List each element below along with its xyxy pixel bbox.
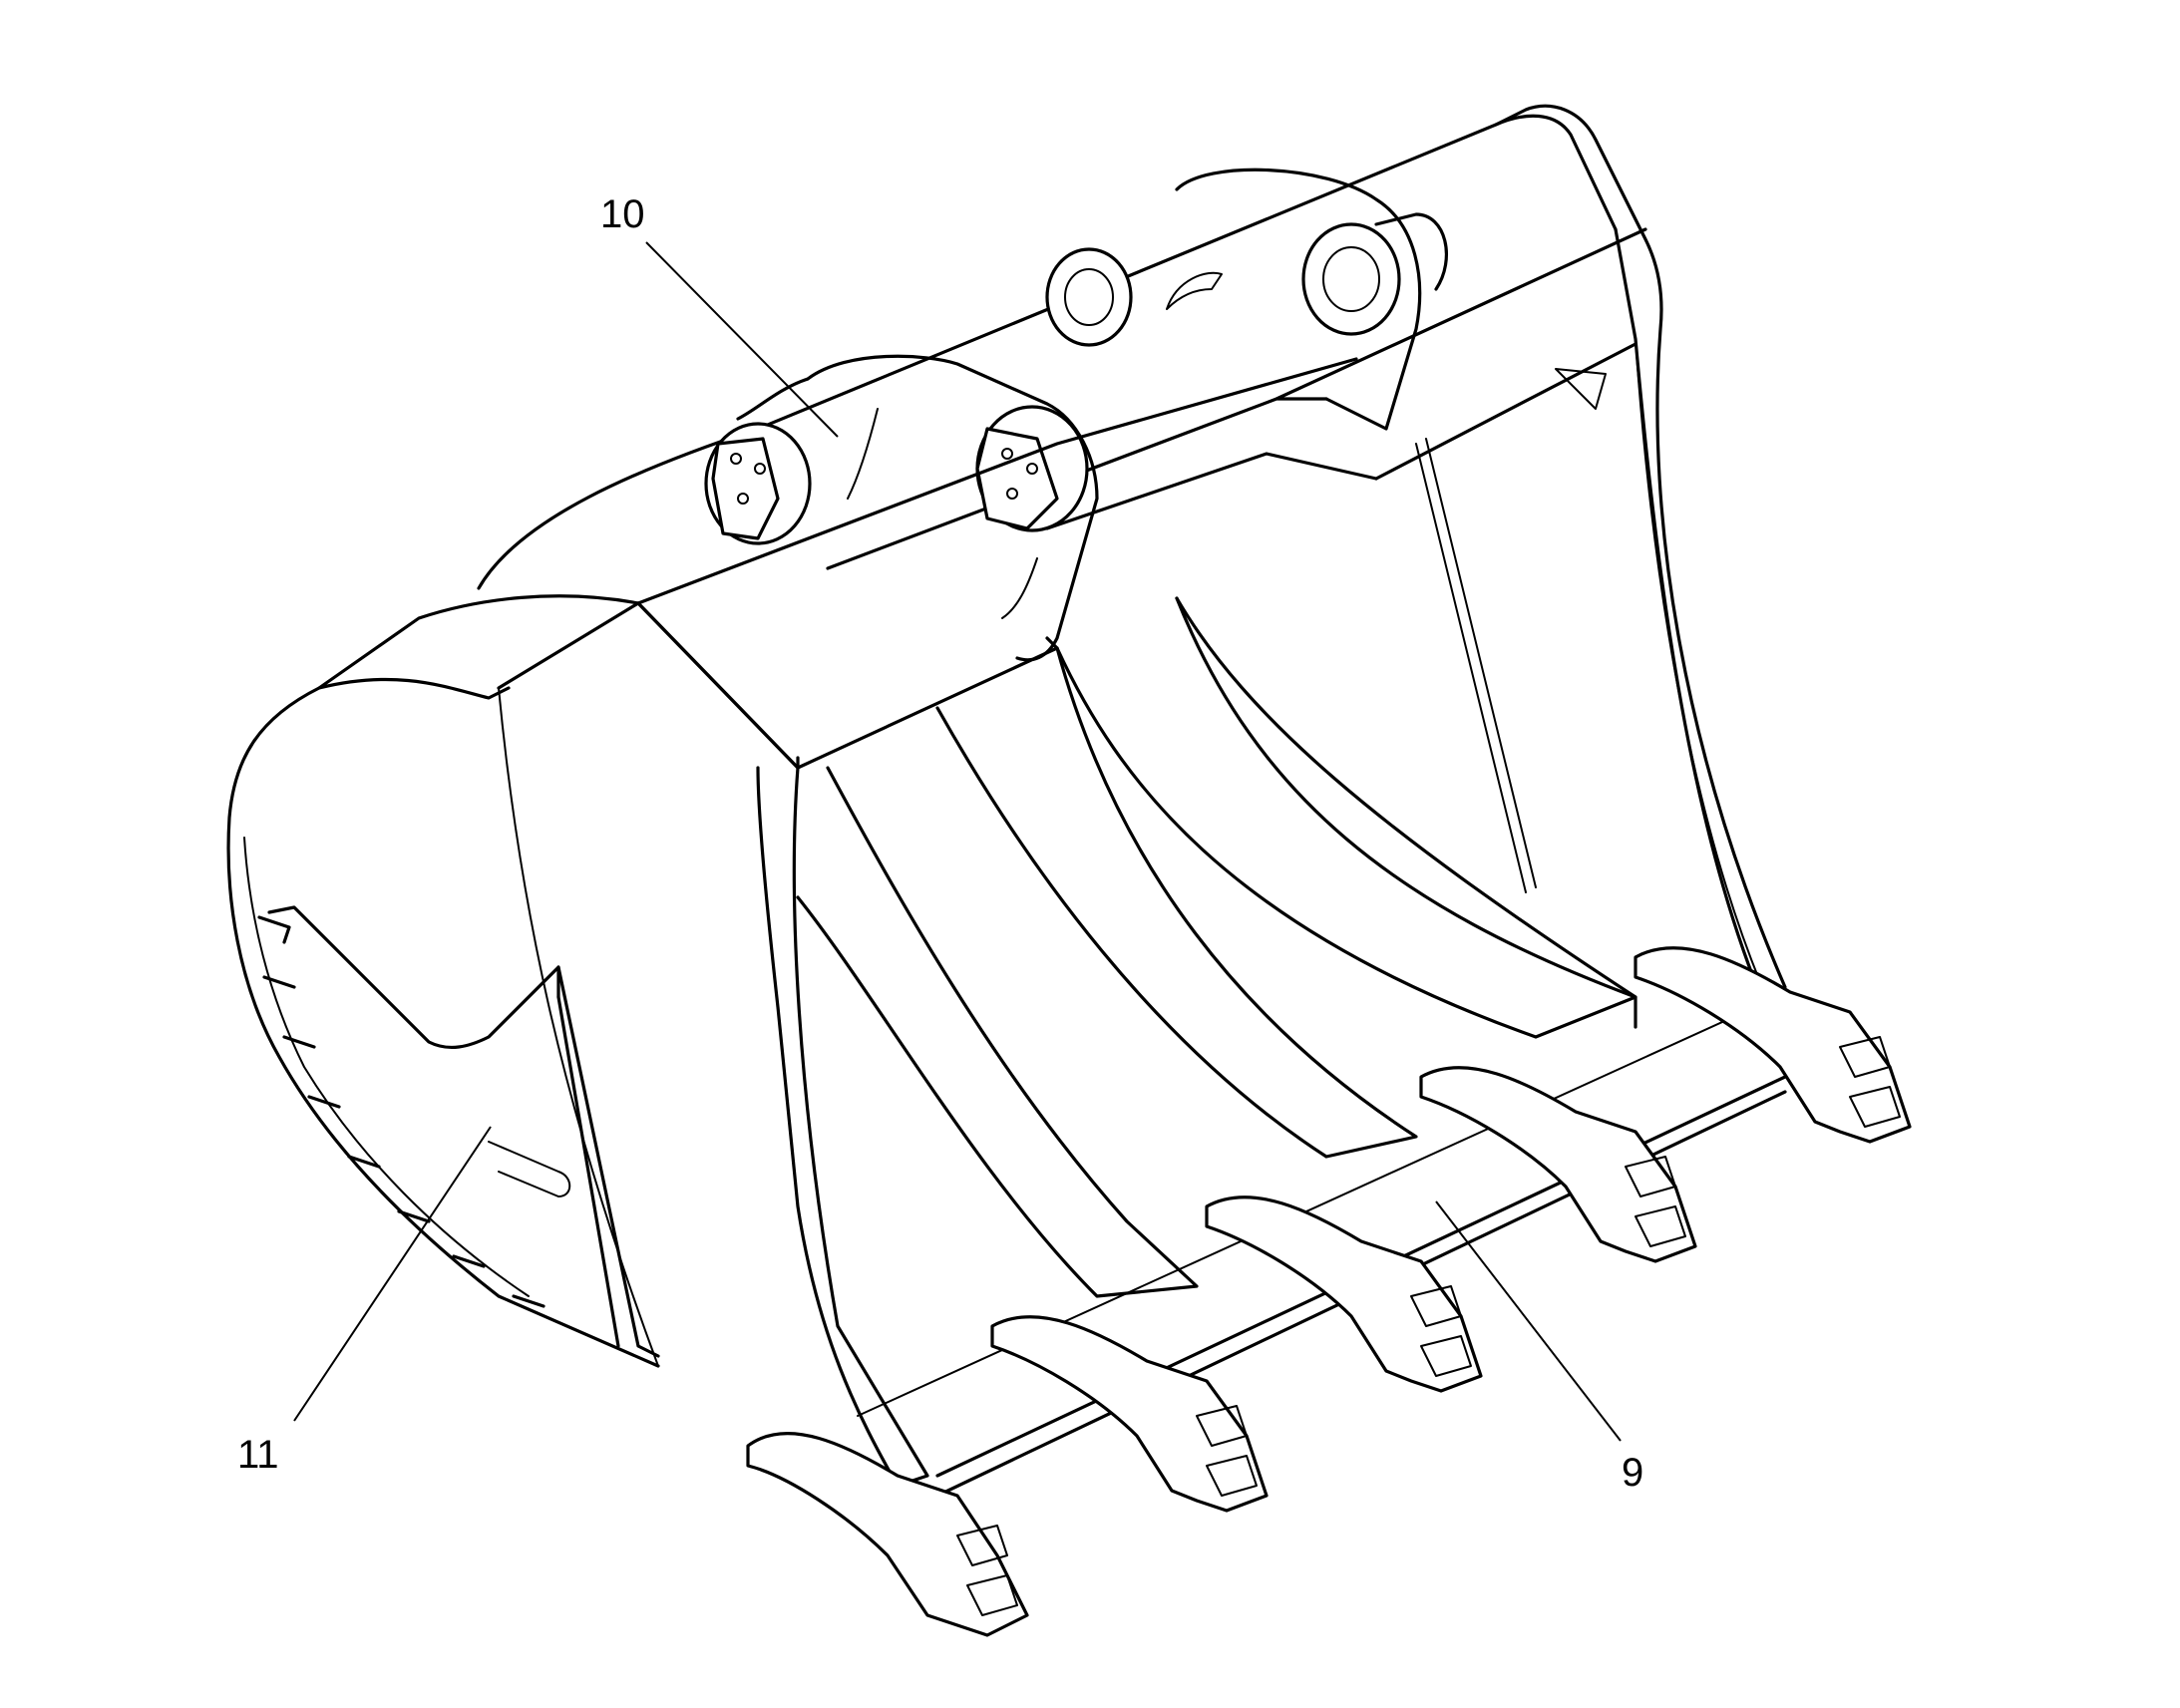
bucket-left-shell: [226, 594, 660, 1368]
bolt-6: [1006, 488, 1018, 500]
tooth-5: [1634, 946, 1912, 1144]
floor-rib-2: [935, 646, 1418, 1159]
back-wall-edge-1: [1425, 438, 1537, 888]
bolt-2: [754, 463, 766, 475]
callout-11-label: 11: [237, 1433, 279, 1477]
callout-10-leader: [645, 241, 839, 438]
floor-rib-1: [796, 766, 1199, 1298]
bolt-3: [737, 493, 749, 505]
rear-pin-boss-right-bore: [1322, 246, 1380, 312]
front-side-gusset: [497, 601, 929, 1488]
bolt-1: [730, 453, 742, 465]
tooth-2: [990, 1315, 1269, 1513]
rear-pin-boss-left-bore: [1064, 268, 1114, 326]
front-plate-slot: [847, 408, 1038, 619]
back-wall-brace: [1555, 368, 1607, 410]
tooth-4: [1419, 1066, 1697, 1263]
rear-pin-boss-left: [1045, 247, 1133, 347]
bucket-right-side-plate: [1494, 104, 1787, 1009]
side-slot: [488, 1141, 571, 1197]
callout-9-label: 9: [1622, 1451, 1643, 1495]
back-wall-edge-2: [1415, 443, 1527, 893]
tooth-3: [1205, 1196, 1483, 1393]
bucket-back-rim: [477, 114, 1618, 590]
front-hinge-plate-top: [736, 377, 810, 421]
callout-11-leader: [293, 1126, 492, 1422]
rear-pin-shaft: [1374, 212, 1448, 291]
left-shell-lip: [317, 677, 511, 700]
side-reinforcement: [556, 965, 660, 1358]
rear-hinge-lug: [1175, 168, 1422, 431]
rear-cross-beam: [826, 227, 1647, 570]
tooth-1: [746, 1431, 1029, 1637]
callout-10-label: 10: [600, 192, 645, 236]
bolt-5: [1026, 463, 1038, 475]
bolt-4: [1001, 448, 1013, 460]
left-shell-edge: [243, 837, 530, 1297]
callout-9-leader: [1435, 1200, 1622, 1442]
side-plate-cutout: [267, 905, 560, 1049]
right-side-inner-edge: [1635, 338, 1761, 983]
rear-pin-boss-right: [1301, 222, 1401, 336]
front-cross-beam-top: [636, 357, 1358, 770]
front-pin-cap-right: [975, 427, 1059, 530]
rear-lug-hook: [1166, 271, 1223, 310]
rear-beam-face: [1045, 452, 1378, 530]
floor-rib-4: [1175, 596, 1637, 1029]
floor-rib-3: [1055, 596, 1637, 1039]
front-gusset-inner: [498, 687, 659, 1367]
left-wear-strip: [257, 915, 545, 1308]
